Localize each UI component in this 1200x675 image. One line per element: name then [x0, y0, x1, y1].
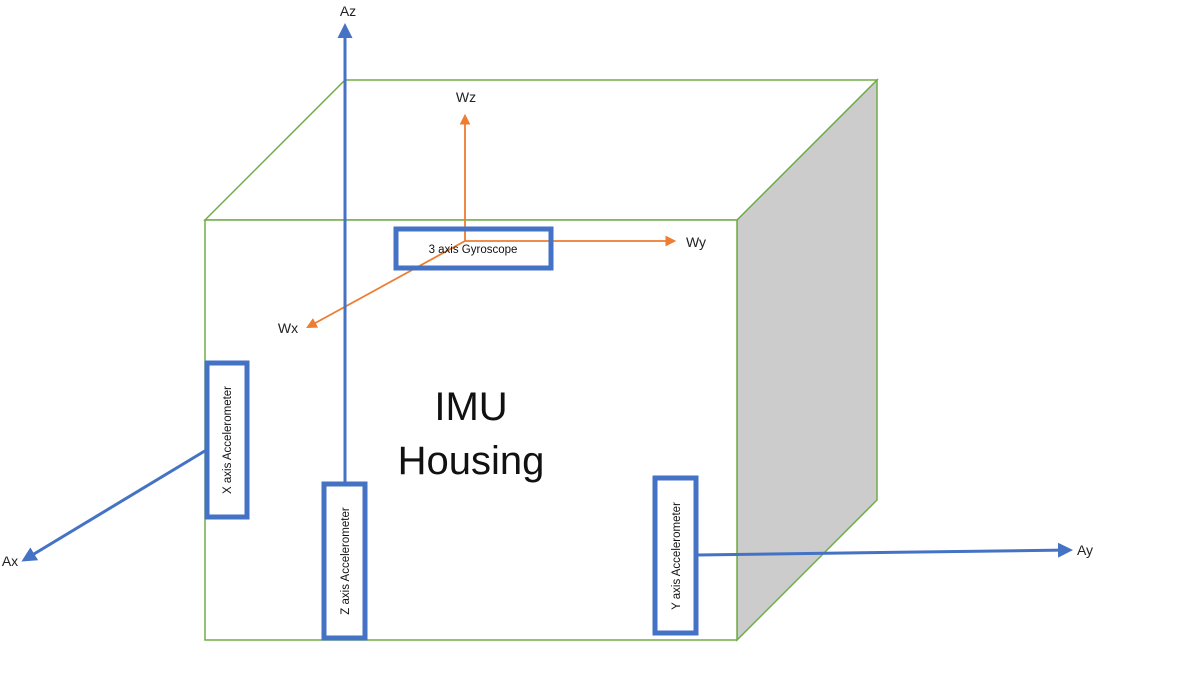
gyro-axes — [306, 113, 677, 329]
z-accelerometer-box — [321, 481, 368, 641]
gyro-y-label: Wy — [686, 234, 706, 250]
gyroscope-label: 3 axis Gyroscope — [429, 244, 518, 256]
accel-z-label: Az — [340, 3, 356, 19]
accel-axes — [21, 23, 1073, 562]
accel-y-axis-arrow — [696, 542, 1073, 558]
imu-housing-cube — [203, 78, 879, 642]
accel-x-axis-arrow — [21, 441, 219, 562]
gyro-x-label: Wx — [278, 320, 298, 336]
housing-front-face — [204, 219, 738, 641]
housing-title-line2: Housing — [398, 439, 545, 483]
z-accelerometer-label: Z axis Accelerometer — [340, 507, 352, 615]
y-accelerometer-sensor: Y axis Accelerometer — [652, 475, 699, 636]
x-accelerometer-sensor: X axis Accelerometer — [204, 360, 250, 520]
z-accelerometer-sensor: Z axis Accelerometer — [321, 481, 368, 641]
y-accelerometer-box — [652, 475, 699, 636]
housing-title-line1: IMU — [434, 385, 507, 429]
x-accelerometer-box — [204, 360, 250, 520]
y-accelerometer-label: Y axis Accelerometer — [671, 502, 683, 610]
gyroscope-sensor: 3 axis Gyroscope — [393, 226, 554, 271]
gyroscope-box — [393, 226, 554, 271]
gyro-z-label: Wz — [456, 89, 476, 105]
accel-x-label: Ax — [2, 553, 18, 569]
x-accelerometer-label: X axis Accelerometer — [222, 386, 234, 494]
gyro-x-axis-arrow — [306, 240, 466, 329]
accel-y-label: Ay — [1077, 542, 1093, 558]
